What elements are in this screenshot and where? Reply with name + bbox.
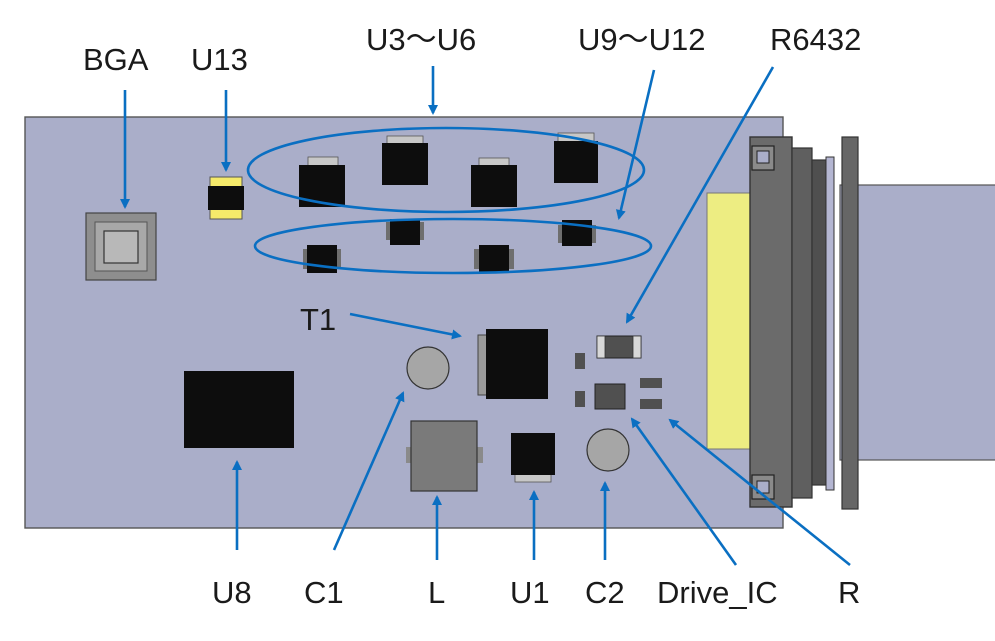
pcb-board (24, 116, 784, 529)
drive-ic-area (575, 353, 662, 410)
l-inductor (406, 420, 483, 492)
label-t1: T1 (300, 302, 336, 337)
ribbon-cable (839, 184, 995, 461)
label-u13: U13 (191, 42, 248, 77)
c2-capacitor (586, 428, 630, 472)
label-bga: BGA (83, 42, 149, 77)
arrow-r (668, 418, 851, 567)
edge-connector (749, 136, 859, 510)
arrow-c1 (332, 391, 405, 551)
arrow-drive-ic (630, 417, 738, 566)
u1-component (511, 433, 555, 483)
arrow-t1 (349, 312, 462, 340)
t1-component (477, 329, 548, 399)
label-l: L (428, 575, 445, 610)
label-c1: C1 (304, 575, 344, 610)
connector-contact-strip (706, 192, 758, 450)
arrow-u9-u12 (615, 69, 656, 220)
u9-u12-group-ellipse (253, 217, 653, 275)
bga-chip (85, 212, 157, 281)
label-u9-u12: U9～U12 (578, 22, 706, 57)
u3-u6-group-ellipse (246, 126, 646, 214)
label-drive-ic: Drive_IC (657, 575, 778, 610)
arrow-r6432 (625, 66, 775, 324)
c1-capacitor (406, 346, 450, 390)
u8-chip (184, 371, 294, 448)
label-u8: U8 (212, 575, 252, 610)
label-u3-u6: U3～U6 (366, 22, 476, 57)
r6432-resistor (596, 335, 642, 359)
label-r: R (838, 575, 860, 610)
u13-component (208, 176, 244, 220)
label-r6432: R6432 (770, 22, 861, 57)
label-u1: U1 (510, 575, 550, 610)
label-c2: C2 (585, 575, 625, 610)
